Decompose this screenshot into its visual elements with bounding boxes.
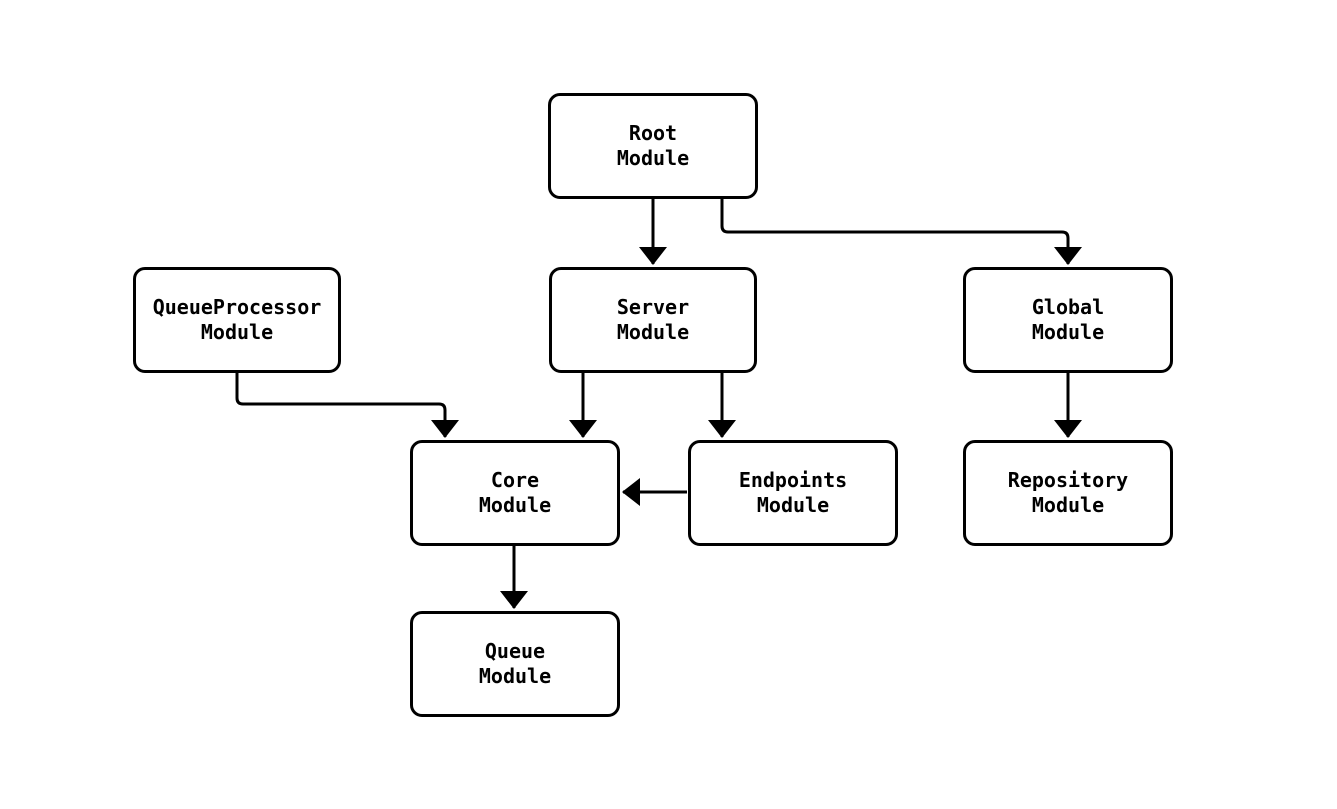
node-label: Server Module (616, 295, 690, 344)
edge-queueprocessor-to-core (235, 373, 459, 438)
edge-root-to-global (720, 199, 1082, 265)
node-server-module: Server Module (549, 267, 757, 373)
node-label: Endpoints Module (738, 468, 848, 517)
node-label: Global Module (1031, 295, 1105, 344)
node-global-module: Global Module (963, 267, 1173, 373)
node-label: Core Module (478, 468, 552, 517)
node-queueprocessor-module: QueueProcessor Module (133, 267, 341, 373)
node-root-module: Root Module (548, 93, 758, 199)
node-label: Root Module (616, 121, 690, 170)
node-label: QueueProcessor Module (152, 295, 322, 344)
node-queue-module: Queue Module (410, 611, 620, 717)
node-endpoints-module: Endpoints Module (688, 440, 898, 546)
node-label: Queue Module (478, 639, 552, 688)
node-core-module: Core Module (410, 440, 620, 546)
node-label: Repository Module (1007, 468, 1129, 517)
node-repository-module: Repository Module (963, 440, 1173, 546)
